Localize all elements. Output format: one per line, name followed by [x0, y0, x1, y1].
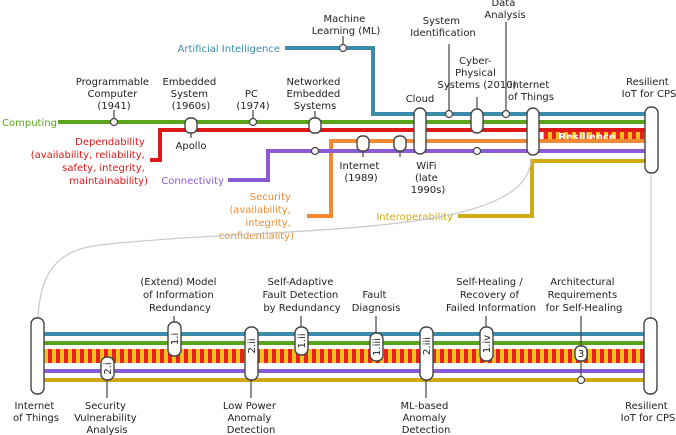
- wifi-label: WiFi (late 1990s): [411, 161, 446, 196]
- resilience-label-top: Resilience: [558, 132, 616, 143]
- ai-label: Artificial Intelligence: [178, 44, 281, 55]
- programmable-computer-label: Programmable Computer (1941): [76, 77, 153, 112]
- svg-text:1.i: 1.i: [170, 333, 181, 345]
- detail-resilient-iot-label: Resilient IoT for CPS: [621, 401, 676, 424]
- label-2ii: Low Power Anomaly Detection: [223, 401, 279, 435]
- pc-label: PC (1974): [236, 89, 269, 112]
- embedded-system-label: Embedded System (1960s): [163, 77, 220, 112]
- label-2iii: ML-based Anomaly Detection: [400, 401, 451, 435]
- networked-embedded-station: [308, 117, 322, 134]
- cloud-label: Cloud: [406, 94, 435, 105]
- interoperability-label: Interoperability: [376, 212, 453, 223]
- pc-dot: [248, 117, 258, 127]
- dependability-label: Dependability (availability, reliability…: [31, 137, 148, 187]
- networked-embedded-label: Networked Embedded Systems: [286, 77, 343, 112]
- connectivity-label: Connectivity: [161, 176, 224, 187]
- cps-station: [470, 108, 484, 134]
- detail-resilient-iot-station: [643, 317, 658, 395]
- internet-station: [356, 135, 370, 152]
- apollo-label: Apollo: [176, 141, 207, 152]
- data-analysis-label: Data Analysis: [484, 0, 525, 21]
- resilient-iot-label-top: Resilient IoT for CPS: [622, 77, 676, 100]
- svg-text:1.iv: 1.iv: [482, 335, 493, 353]
- internet-label: Internet (1989): [340, 161, 383, 184]
- detail-map: 2.i 1.i 2.ii 1.ii 1.iii 2.iii 1.iv 3: [13, 277, 675, 435]
- svg-text:2.i: 2.i: [103, 362, 114, 374]
- zoom-connector-left: [37, 157, 532, 319]
- label-1i: (Extend) Model of Information Redundancy: [140, 277, 219, 314]
- svg-text:3: 3: [578, 349, 584, 360]
- detail-iot-station: [30, 317, 45, 395]
- svg-text:1.ii: 1.ii: [297, 333, 308, 348]
- machine-learning-label: Machine Learning (ML): [312, 14, 381, 37]
- computing-label: Computing: [2, 118, 57, 129]
- label-1iii: Fault Diagnosis: [352, 290, 401, 314]
- label-3: Architectural Requirements for Self-Heal…: [546, 277, 623, 314]
- station-2iii: 2.iii: [419, 326, 434, 381]
- svg-text:2.ii: 2.ii: [247, 338, 258, 353]
- label-1iv: Self-Healing / Recovery of Failed Inform…: [446, 277, 536, 314]
- dot-3-bottom: [576, 375, 586, 385]
- system-identification-label: System Identification: [410, 16, 476, 39]
- resilient-iot-station-top: [644, 106, 659, 174]
- cps-connectivity-dot: [472, 146, 482, 156]
- station-1iii: 1.iii: [369, 332, 384, 362]
- iot-station: [526, 107, 540, 156]
- wifi-station: [393, 135, 407, 152]
- connectivity-line: [228, 149, 645, 182]
- interoperability-line: [458, 159, 645, 218]
- cps-label: Cyber- Physical Systems (2010): [438, 56, 517, 91]
- dependability-line: [150, 128, 645, 162]
- station-3: 3: [574, 345, 588, 362]
- station-1ii: 1.ii: [294, 326, 309, 356]
- svg-text:1.iii: 1.iii: [372, 338, 383, 356]
- embedded-system-station: [184, 117, 198, 134]
- label-2i: Security Vulnerability Analysis: [74, 401, 140, 435]
- station-2i: 2.i: [100, 356, 115, 381]
- station-1i: 1.i: [167, 321, 182, 357]
- station-1iv: 1.iv: [479, 326, 494, 362]
- station-2ii: 2.ii: [244, 326, 259, 381]
- sysid-dot: [444, 109, 454, 119]
- iot-label-top: Internet of Things: [508, 80, 554, 103]
- detail-resilience-band: [38, 349, 650, 363]
- security-line: [307, 139, 645, 218]
- ml-dot: [338, 43, 348, 53]
- networked-connectivity-dot: [310, 146, 320, 156]
- label-1ii: Self-Adaptive Fault Detection by Redunda…: [263, 277, 342, 314]
- detail-iot-label: Internet of Things: [13, 401, 59, 424]
- programmable-dot: [109, 117, 119, 127]
- security-label: Security (availability, integrity, confi…: [219, 192, 294, 242]
- top-map: Resilience: [2, 0, 676, 242]
- data-analysis-dot: [501, 109, 511, 119]
- cloud-station: [413, 107, 427, 155]
- svg-text:2.iii: 2.iii: [422, 337, 433, 355]
